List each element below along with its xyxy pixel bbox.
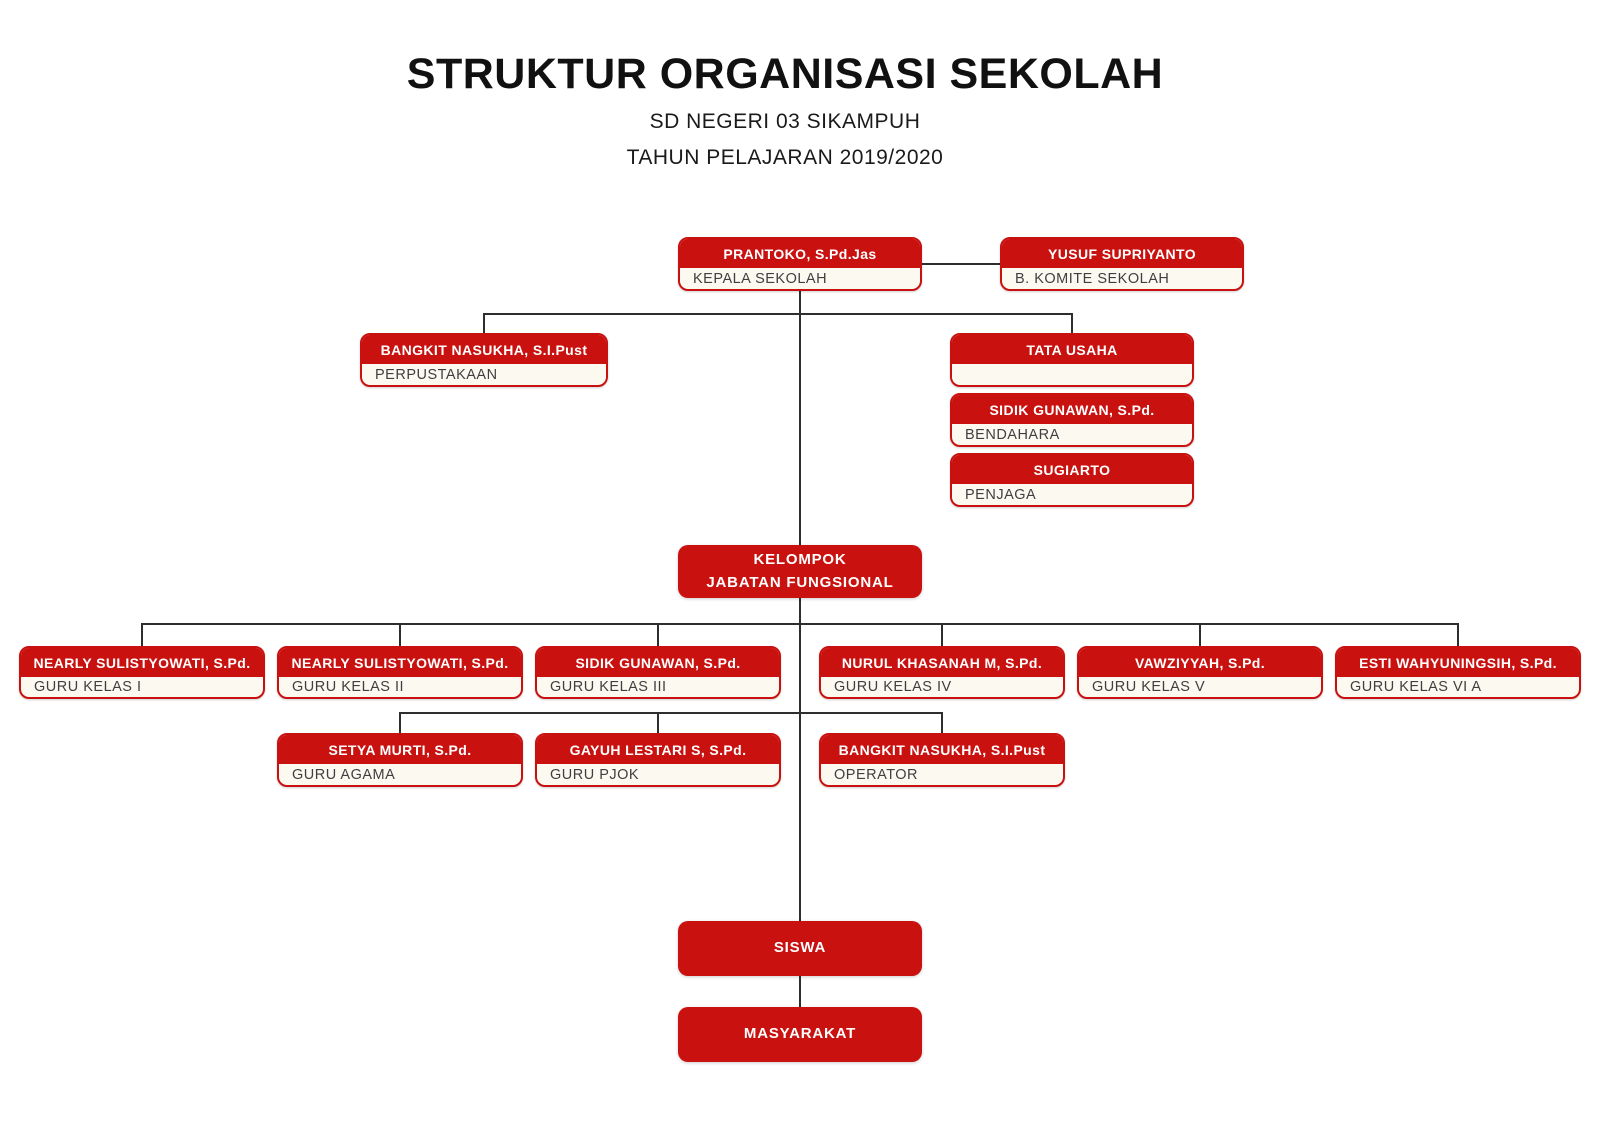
- role-label: GURU KELAS V: [1092, 679, 1206, 695]
- person-name: VAWZIYYAH, S.Pd.: [1079, 648, 1321, 677]
- org-node-operator: BANGKIT NASUKHA, S.I.Pust OPERATOR: [819, 733, 1065, 787]
- person-name: BANGKIT NASUKHA, S.I.Pust: [821, 735, 1063, 764]
- person-name: NURUL KHASANAH M, S.Pd.: [821, 648, 1063, 677]
- unit-name: TATA USAHA: [952, 335, 1192, 364]
- person-name: BANGKIT NASUKHA, S.I.Pust: [362, 335, 606, 364]
- role-label: KEPALA SEKOLAH: [693, 270, 828, 287]
- org-node-guru-kelas-6a: ESTI WAHYUNINGSIH, S.Pd. GURU KELAS VI A: [1335, 646, 1581, 699]
- person-name: PRANTOKO, S.Pd.Jas: [680, 239, 920, 268]
- role-label: GURU KELAS IV: [834, 679, 952, 695]
- role-label: GURU KELAS III: [550, 679, 667, 695]
- role-label: PERPUSTAKAAN: [375, 366, 498, 383]
- role-label: GURU KELAS I: [34, 679, 142, 695]
- org-node-masyarakat: MASYARAKAT: [678, 1007, 922, 1062]
- person-name: SUGIARTO: [952, 455, 1192, 484]
- org-node-guru-kelas-1: NEARLY SULISTYOWATI, S.Pd. GURU KELAS I: [19, 646, 265, 699]
- person-name: SIDIK GUNAWAN, S.Pd.: [537, 648, 779, 677]
- org-node-kelompok-jabatan-fungsional: KELOMPOK JABATAN FUNGSIONAL: [678, 545, 922, 598]
- org-node-guru-kelas-4: NURUL KHASANAH M, S.Pd. GURU KELAS IV: [819, 646, 1065, 699]
- person-name: ESTI WAHYUNINGSIH, S.Pd.: [1337, 648, 1579, 677]
- org-node-bendahara: SIDIK GUNAWAN, S.Pd. BENDAHARA: [950, 393, 1194, 447]
- org-node-guru-kelas-2: NEARLY SULISTYOWATI, S.Pd. GURU KELAS II: [277, 646, 523, 699]
- role-label: PENJAGA: [965, 486, 1037, 503]
- person-name: SIDIK GUNAWAN, S.Pd.: [952, 395, 1192, 424]
- page-title: STRUKTUR ORGANISASI SEKOLAH: [406, 50, 1164, 98]
- org-node-guru-kelas-3: SIDIK GUNAWAN, S.Pd. GURU KELAS III: [535, 646, 781, 699]
- role-label: GURU AGAMA: [292, 766, 396, 783]
- role-label: GURU KELAS VI A: [1350, 679, 1482, 695]
- school-year: TAHUN PELAJARAN 2019/2020: [626, 146, 944, 169]
- person-name: SETYA MURTI, S.Pd.: [279, 735, 521, 764]
- org-node-siswa: SISWA: [678, 921, 922, 976]
- org-node-komite-sekolah: YUSUF SUPRIYANTO B. KOMITE SEKOLAH: [1000, 237, 1244, 291]
- org-node-guru-pjok: GAYUH LESTARI S, S.Pd. GURU PJOK: [535, 733, 781, 787]
- role-label: GURU KELAS II: [292, 679, 405, 695]
- person-name: GAYUH LESTARI S, S.Pd.: [537, 735, 779, 764]
- role-label: BENDAHARA: [965, 426, 1060, 443]
- person-name: NEARLY SULISTYOWATI, S.Pd.: [279, 648, 521, 677]
- person-name: YUSUF SUPRIYANTO: [1002, 239, 1242, 268]
- org-node-guru-kelas-5: VAWZIYYAH, S.Pd. GURU KELAS V: [1077, 646, 1323, 699]
- role-label: B. KOMITE SEKOLAH: [1015, 270, 1170, 287]
- person-name: NEARLY SULISTYOWATI, S.Pd.: [21, 648, 263, 677]
- org-node-perpustakaan: BANGKIT NASUKHA, S.I.Pust PERPUSTAKAAN: [360, 333, 608, 387]
- org-node-tata-usaha: TATA USAHA: [950, 333, 1194, 387]
- org-node-kepala-sekolah: PRANTOKO, S.Pd.Jas KEPALA SEKOLAH: [678, 237, 922, 291]
- org-node-guru-agama: SETYA MURTI, S.Pd. GURU AGAMA: [277, 733, 523, 787]
- org-node-penjaga: SUGIARTO PENJAGA: [950, 453, 1194, 507]
- school-name: SD NEGERI 03 SIKAMPUH: [649, 110, 921, 133]
- role-label: GURU PJOK: [550, 766, 640, 783]
- role-label: [952, 364, 1192, 385]
- role-label: OPERATOR: [834, 766, 919, 783]
